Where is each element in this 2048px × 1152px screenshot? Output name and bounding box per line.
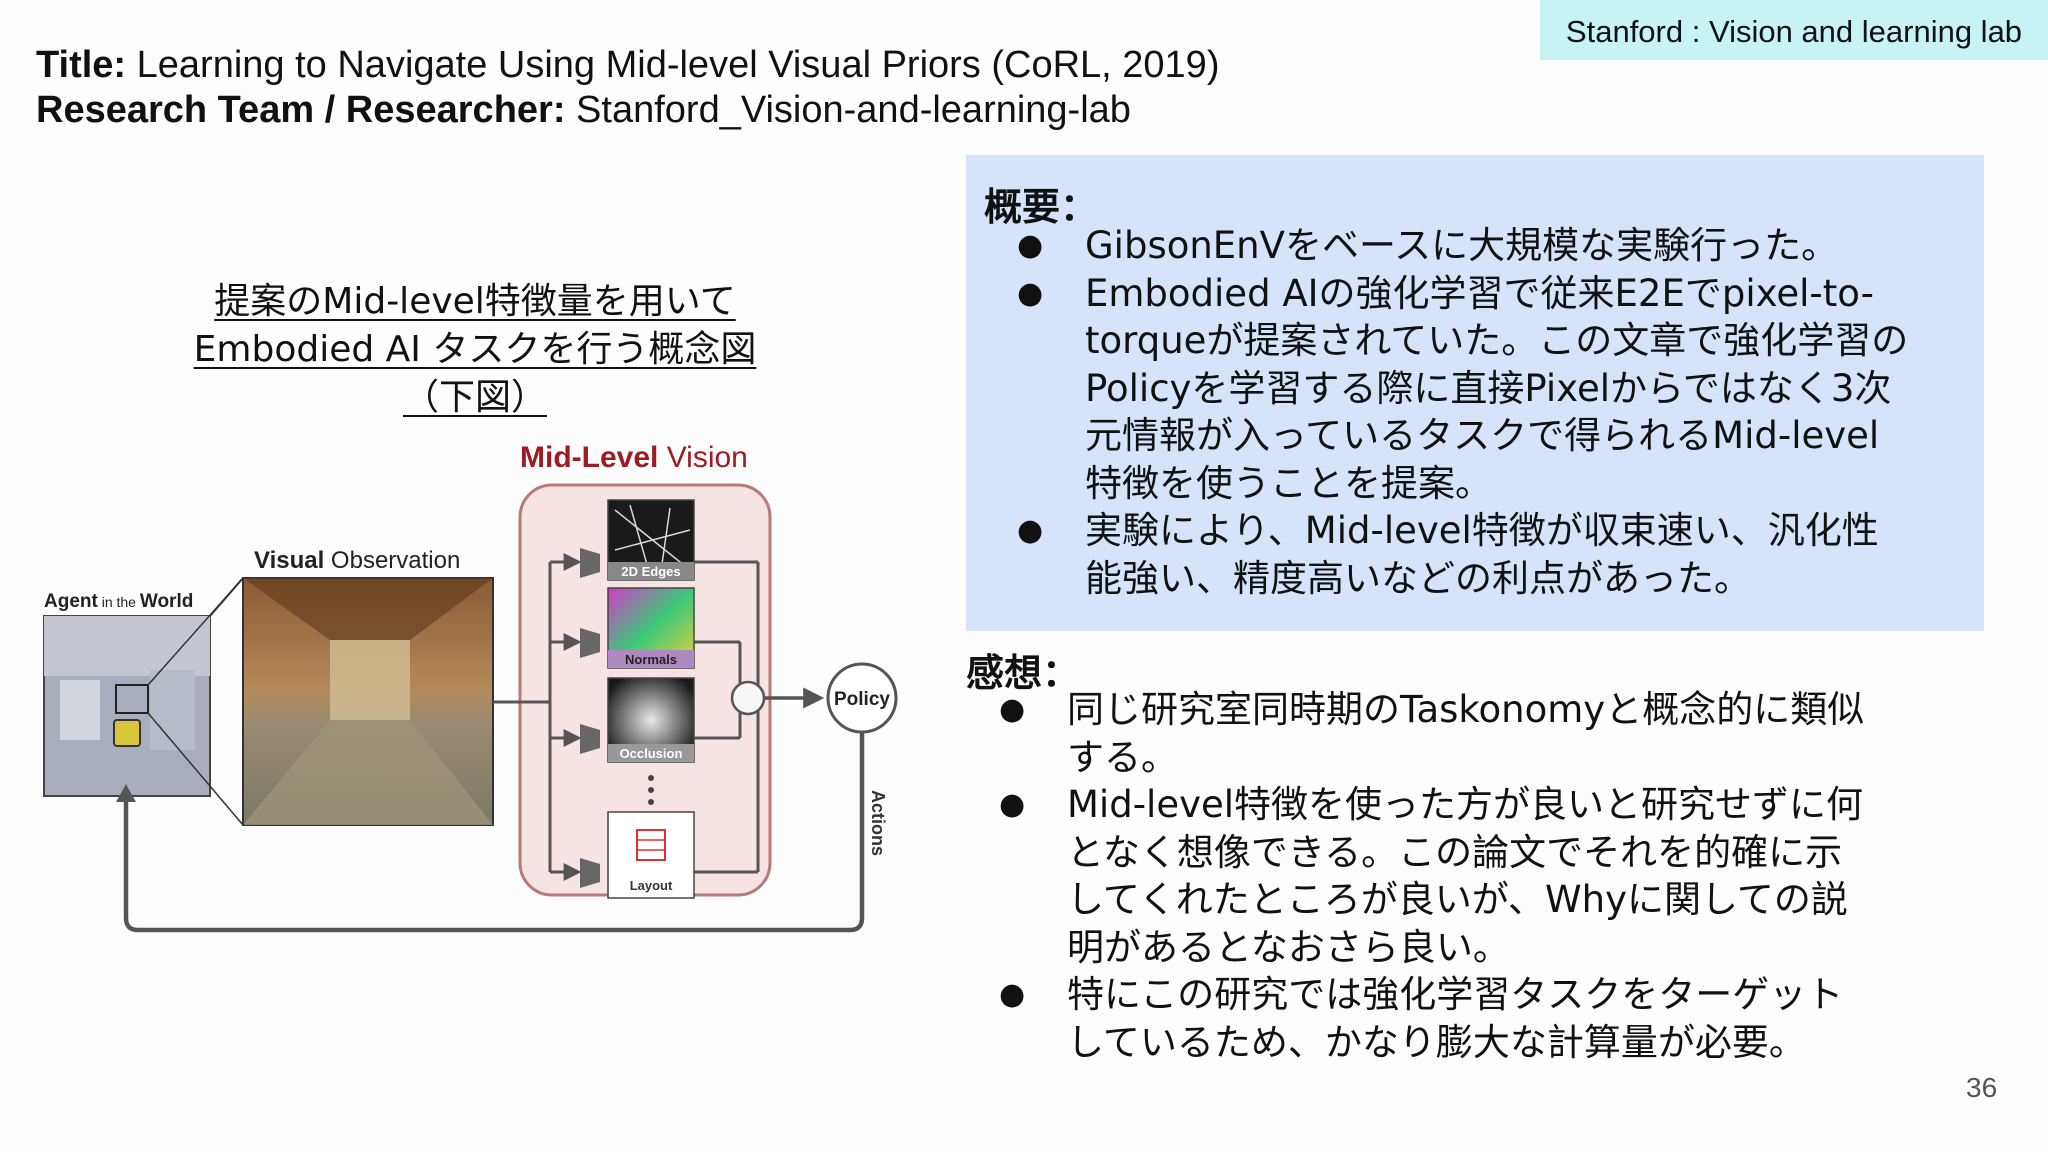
summary-bullet: ● 実験により、Mid-level特徴が収束速い、汎化性能強い、精度高いなどの利点… bbox=[990, 507, 1980, 602]
summary-list: ● GibsonEnVをベースに大規模な実験行った。 ● Embodied AIの強化… bbox=[990, 222, 1980, 602]
lab-badge: Stanford : Vision and learning lab bbox=[1540, 0, 2048, 60]
team-label: Research Team / Researcher: bbox=[36, 89, 566, 131]
title-line: Title: Learning to Navigate Using Mid-le… bbox=[36, 44, 1219, 87]
impression-bullet: ● 同じ研究室同時期のTaskonomyと概念的に類似する。 bbox=[972, 686, 1972, 781]
summary-bullet-line: Embodied AIの強化学習で従来E2Eでpixel-to- bbox=[1085, 271, 1874, 315]
impression-bullet-line: 明があるとなおさら良い。 bbox=[1067, 925, 1510, 969]
bullet-dot-icon: ● bbox=[999, 692, 1026, 727]
summary-box bbox=[966, 155, 1984, 631]
paper-title: Learning to Navigate Using Mid-level Vis… bbox=[136, 44, 1220, 86]
summary-bullet-line: GibsonEnVをベースに大規模な実験行った。 bbox=[1085, 224, 1839, 267]
impression-bullet-line: となく想像できる。この論文でそれを的確に示 bbox=[1067, 830, 1843, 874]
bullet-dot-icon: ● bbox=[999, 977, 1026, 1012]
concept-figure: Mid-Level Vision Agent in the World Visu… bbox=[43, 441, 898, 933]
agent-view-box bbox=[115, 684, 149, 714]
bullet-dot-icon: ● bbox=[1017, 228, 1044, 263]
encoder-layout bbox=[580, 858, 600, 888]
impression-bullet-line: してくれたところが良いが、Whyに関しての説 bbox=[1067, 878, 1848, 921]
summary-bullet-line: torqueが提案されていた。この文章で強化学習の bbox=[1085, 319, 1909, 362]
caption-line-3: （下図） bbox=[402, 377, 547, 418]
layout-label: Layout bbox=[630, 878, 673, 893]
summary-bullet-line: 特徴を使うことを提案。 bbox=[1085, 461, 1492, 505]
actions-loop bbox=[123, 732, 865, 933]
edges-label: 2D Edges bbox=[621, 564, 680, 579]
page-number: 36 bbox=[1966, 1072, 1998, 1103]
robot-icon bbox=[113, 719, 141, 747]
summary-bullet-line: 能強い、精度高いなどの利点があった。 bbox=[1085, 556, 1751, 600]
encoder-normals bbox=[580, 628, 600, 658]
mid-level-title: Mid-Level Vision bbox=[520, 441, 748, 474]
impression-bullet-line: Mid-level特徴を使った方が良いと研究せずに何 bbox=[1067, 783, 1864, 826]
normals-label: Normals bbox=[625, 652, 677, 667]
team-line: Research Team / Researcher: Stanford_Vis… bbox=[36, 89, 1131, 132]
summary-title: 概要： bbox=[984, 185, 1099, 229]
encoder-occlusion bbox=[580, 724, 600, 754]
team-name: Stanford_Vision-and-learning-lab bbox=[576, 89, 1131, 131]
summary-bullet-line: 元情報が入っているタスクで得られるMid-level bbox=[1085, 414, 1880, 457]
impression-bullet: ● Mid-level特徴を使った方が良いと研究せずに何となく想像できる。この論文… bbox=[972, 781, 1972, 971]
bullet-dot-icon: ● bbox=[1017, 513, 1044, 548]
impressions-list: ● 同じ研究室同時期のTaskonomyと概念的に類似する。 ● Mid-level特… bbox=[972, 686, 1972, 1066]
title-label: Title: bbox=[36, 44, 127, 86]
mid-level-title-bold: Mid-Level bbox=[520, 441, 658, 474]
caption-line-1: 提案のMid-level特徴量を用いて bbox=[214, 281, 736, 322]
figure-caption: 提案のMid-level特徴量を用いて Embodied AI タスクを行う概念… bbox=[100, 278, 850, 422]
summary-bullet: ● GibsonEnVをベースに大規模な実験行った。 bbox=[990, 222, 1980, 270]
impression-bullet: ● 特にこの研究では強化学習タスクをターゲットしているため、かなり膨大な計算量が必… bbox=[972, 971, 1972, 1066]
encoder-edges bbox=[580, 548, 600, 578]
bullet-dot-icon: ● bbox=[999, 787, 1026, 822]
impression-bullet-line: しているため、かなり膨大な計算量が必要。 bbox=[1067, 1020, 1806, 1064]
mid-level-title-rest: Vision bbox=[658, 441, 748, 474]
feature-combiner bbox=[730, 680, 766, 716]
occlusion-label: Occlusion bbox=[620, 746, 683, 761]
impression-bullet-line: する。 bbox=[1067, 735, 1178, 779]
layout-image bbox=[607, 811, 695, 899]
impressions-title: 感想： bbox=[966, 651, 1081, 695]
impression-bullet-line: 特にこの研究では強化学習タスクをターゲット bbox=[1067, 973, 1844, 1016]
caption-line-2: Embodied AI タスクを行う概念図 bbox=[193, 329, 757, 370]
summary-bullet: ● Embodied AIの強化学習で従来E2Eでpixel-to-torqueが… bbox=[990, 270, 1980, 508]
bullet-dot-icon: ● bbox=[1017, 275, 1044, 311]
summary-bullet-line: 実験により、Mid-level特徴が収束速い、汎化性 bbox=[1085, 509, 1879, 552]
summary-bullet-line: Policyを学習する際に直接Pixelからではなく3次 bbox=[1085, 366, 1892, 410]
actions-label: Actions bbox=[868, 790, 888, 856]
agent-label: Agent in the World bbox=[44, 591, 193, 612]
visual-observation-label: Visual Observation bbox=[254, 547, 460, 574]
policy-label: Policy bbox=[834, 689, 890, 710]
impression-bullet-line: 同じ研究室同時期のTaskonomyと概念的に類似 bbox=[1067, 688, 1865, 731]
